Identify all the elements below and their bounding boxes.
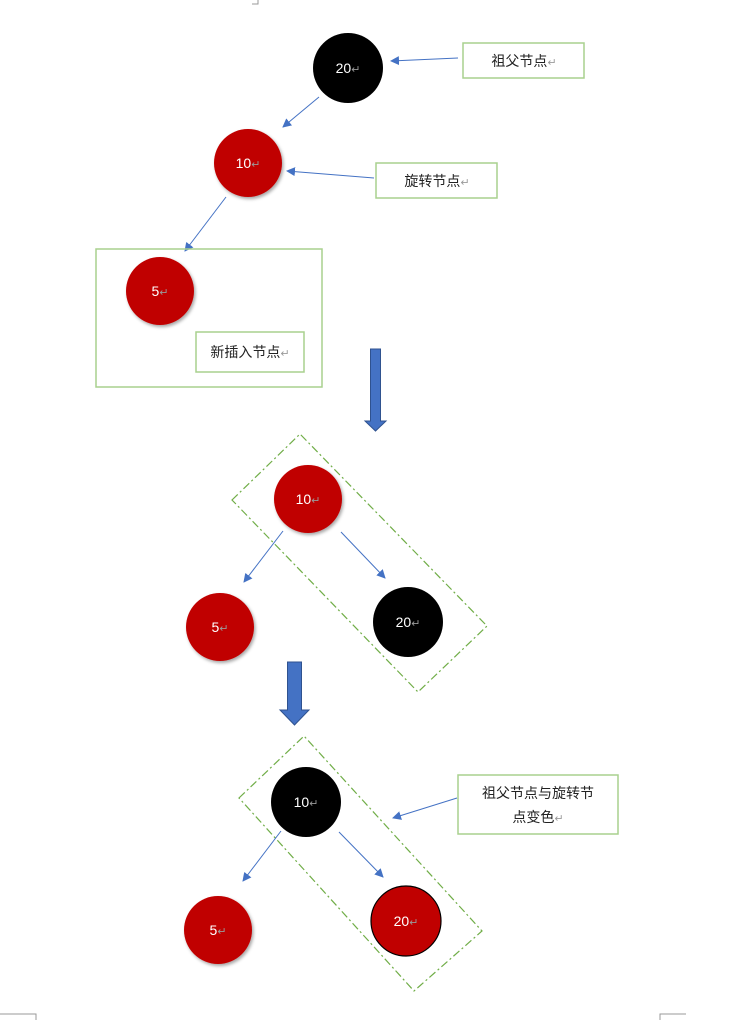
stage-2-after-rotation: 10↵ 5↵ 20↵ [186, 433, 488, 693]
node-5-red: 5↵ [126, 257, 194, 325]
node-20-black: 20↵ [313, 33, 383, 103]
svg-text:20↵: 20↵ [394, 913, 419, 929]
edge-20-to-10 [282, 96, 320, 128]
edge-10-to-5-stage2 [243, 530, 284, 583]
svg-text:5↵: 5↵ [151, 283, 168, 299]
dash-highlight-region-3 [238, 735, 483, 992]
down-arrow-2 [278, 661, 311, 726]
edge-10-to-5-stage3 [242, 830, 282, 882]
stage-1-before-rotation: 20↵ 10↵ 祖父节点↵ 旋转节点↵ 5↵ 新插入 [95, 33, 585, 388]
arrow-recolor-pointer [392, 797, 458, 820]
arrow-grandparent-pointer [390, 56, 459, 66]
node-10-red-stage2: 10↵ [274, 465, 342, 533]
svg-text:10↵: 10↵ [236, 155, 261, 171]
new-insert-group: 5↵ 新插入节点↵ [95, 248, 323, 388]
node-10-red: 10↵ [214, 129, 282, 197]
node-20-black-stage2: 20↵ [373, 587, 443, 657]
edge-10-to-5 [184, 196, 227, 252]
label-recolor: 祖父节点与旋转节 点变色↵ [457, 774, 619, 835]
down-arrow-1 [363, 348, 388, 432]
dash-highlight-region-2 [231, 433, 488, 693]
arrow-rotate-pointer [286, 167, 375, 179]
page-corner-marks [0, 0, 686, 1020]
label-grandparent: 祖父节点↵ [462, 42, 585, 79]
svg-text:新插入节点↵: 新插入节点↵ [210, 345, 289, 361]
svg-text:旋转节点↵: 旋转节点↵ [404, 174, 469, 190]
svg-text:10↵: 10↵ [294, 794, 319, 810]
svg-text:20↵: 20↵ [336, 60, 361, 76]
svg-text:点变色↵: 点变色↵ [512, 809, 563, 826]
edge-10-to-20-stage3 [338, 831, 384, 878]
label-rotate: 旋转节点↵ [375, 162, 498, 199]
svg-text:祖父节点↵: 祖父节点↵ [491, 54, 556, 70]
svg-text:10↵: 10↵ [296, 491, 321, 507]
node-5-red-stage3: 5↵ [184, 896, 252, 964]
svg-text:5↵: 5↵ [211, 619, 228, 635]
node-20-red-stage3: 20↵ [370, 885, 442, 957]
svg-text:5↵: 5↵ [209, 922, 226, 938]
node-10-black-stage3: 10↵ [271, 767, 341, 837]
label-new-insert: 新插入节点↵ [195, 331, 305, 373]
svg-text:20↵: 20↵ [396, 614, 421, 630]
node-5-red-stage2: 5↵ [186, 593, 254, 661]
svg-text:祖父节点与旋转节: 祖父节点与旋转节 [482, 786, 594, 802]
edge-10-to-20-stage2 [340, 531, 386, 579]
stage-3-after-recolor: 10↵ 5↵ 20↵ 祖父节点与旋转节 点变色↵ [184, 735, 619, 992]
